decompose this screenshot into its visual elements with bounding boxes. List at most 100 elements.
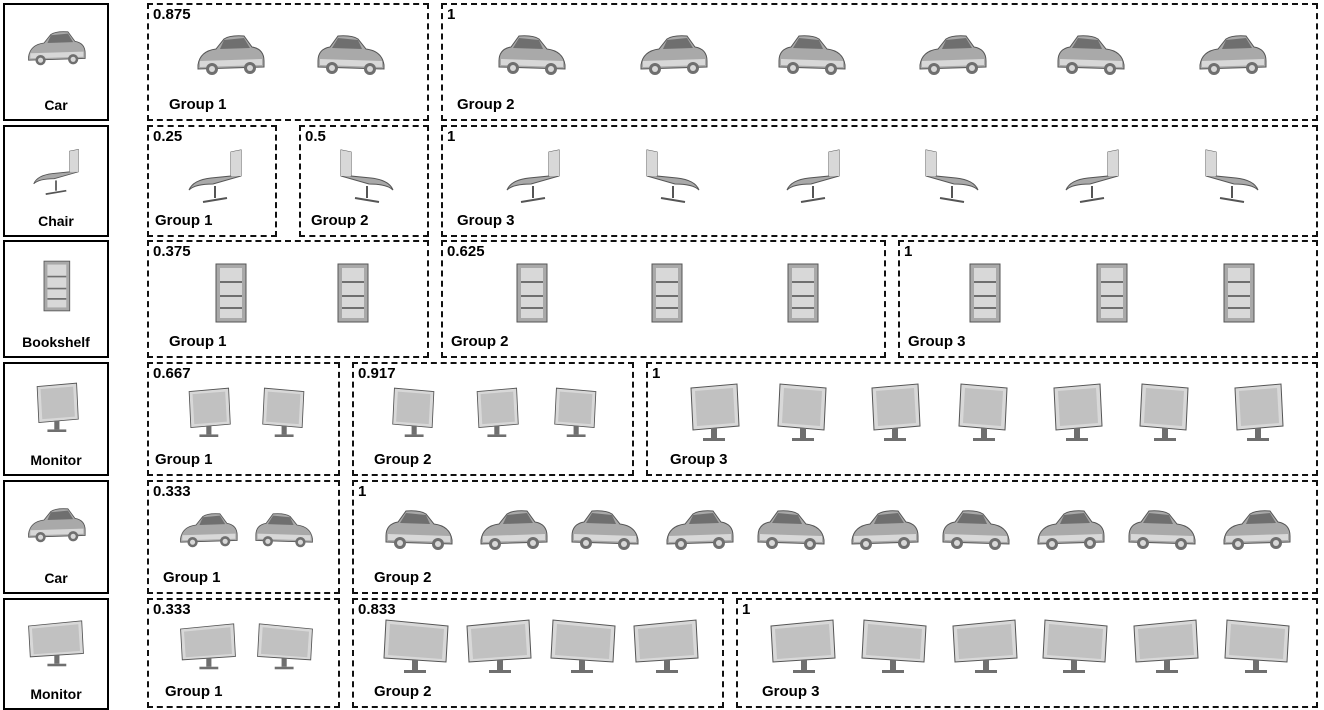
rendered-view	[854, 378, 934, 448]
rendered-view	[173, 501, 243, 561]
rendered-view	[944, 258, 1024, 328]
group-label: Group 1	[169, 96, 227, 113]
group-box: 0.917 Group 2	[352, 362, 634, 476]
rendered-view	[773, 140, 853, 210]
rendered-view	[659, 496, 739, 566]
category-box: Chair	[3, 125, 109, 237]
category-box: Car	[3, 3, 109, 121]
rendered-view	[376, 612, 456, 682]
group-box: 0.5 Group 2	[299, 125, 429, 237]
group-score: 1	[742, 601, 750, 618]
group-box: 1	[736, 598, 1318, 708]
group-label: Group 3	[908, 333, 966, 350]
rendered-view	[1052, 140, 1132, 210]
view-strip	[169, 19, 413, 93]
category-label: Monitor	[5, 686, 107, 702]
category-thumbnail	[21, 378, 91, 438]
rendered-view	[173, 617, 243, 677]
rendered-view	[1071, 258, 1151, 328]
rendered-view	[1052, 21, 1132, 91]
rendered-view	[327, 140, 407, 210]
rendered-view	[380, 383, 450, 443]
rendered-view	[633, 140, 713, 210]
group-score: 1	[447, 128, 455, 145]
group-label: Group 2	[374, 451, 432, 468]
group-box: 0.375 Group 1	[147, 240, 429, 358]
group-box: 0.833 Group 2	[352, 598, 724, 708]
rendered-view	[190, 21, 270, 91]
rendered-view	[1216, 496, 1296, 566]
view-strip	[169, 378, 324, 448]
group-box: 1	[646, 362, 1318, 476]
category-box: Monitor	[3, 598, 109, 710]
rendered-view	[673, 378, 753, 448]
group-label: Group 3	[457, 212, 515, 229]
group-score: 1	[358, 483, 366, 500]
group-label: Group 1	[165, 683, 223, 700]
view-strip	[321, 141, 413, 209]
rendered-view	[1035, 612, 1115, 682]
category-thumbnail	[21, 614, 91, 674]
category-thumbnail	[21, 19, 91, 79]
group-box: 0.333 Group 1	[147, 598, 340, 708]
rendered-view	[175, 140, 255, 210]
rendered-view	[1217, 378, 1297, 448]
category-box: Bookshelf	[3, 240, 109, 358]
group-score: 1	[447, 6, 455, 23]
category-label: Bookshelf	[5, 334, 107, 350]
rendered-view	[312, 258, 392, 328]
view-strip	[374, 614, 708, 680]
view-strip	[169, 141, 261, 209]
rendered-view	[250, 617, 320, 677]
view-strip	[169, 496, 324, 566]
rendered-view	[763, 612, 843, 682]
group-box: 0.333 Group 1	[147, 480, 340, 594]
group-box: 1	[352, 480, 1318, 594]
group-score: 1	[652, 365, 660, 382]
rendered-view	[493, 21, 573, 91]
group-label: Group 1	[155, 212, 213, 229]
group-box: 0.625 Group 2	[441, 240, 886, 358]
group-label: Group 2	[374, 569, 432, 586]
rendered-view	[937, 496, 1017, 566]
category-thumbnail	[21, 496, 91, 556]
group-box: 1 Group 3	[898, 240, 1318, 358]
group-box: 0.25 Group 1	[147, 125, 277, 237]
rendered-view	[773, 21, 853, 91]
group-label: Group 2	[457, 96, 515, 113]
category-thumbnail	[21, 141, 91, 201]
view-strip	[463, 256, 870, 330]
rendered-view	[1126, 378, 1206, 448]
rendered-view	[626, 258, 706, 328]
category-label: Car	[5, 570, 107, 586]
rendered-view	[473, 496, 553, 566]
rendered-view	[250, 383, 320, 443]
category-label: Chair	[5, 213, 107, 229]
rendered-view	[1192, 140, 1272, 210]
group-label: Group 1	[169, 333, 227, 350]
rendered-view	[566, 496, 646, 566]
group-label: Group 1	[163, 569, 221, 586]
rendered-view	[459, 612, 539, 682]
view-strip	[758, 614, 1302, 680]
category-thumbnail	[21, 256, 91, 316]
rendered-view	[461, 383, 531, 443]
group-label: Group 3	[762, 683, 820, 700]
rendered-view	[764, 378, 844, 448]
rendered-view	[1123, 496, 1203, 566]
view-strip	[374, 378, 618, 448]
rendered-view	[945, 612, 1025, 682]
group-label: Group 3	[670, 451, 728, 468]
group-box: 1	[441, 3, 1318, 121]
view-strip	[374, 496, 1302, 566]
group-box: 0.667 Group 1	[147, 362, 340, 476]
rendered-view	[491, 258, 571, 328]
rendered-view	[844, 496, 924, 566]
rendered-view	[912, 21, 992, 91]
rendered-view	[854, 612, 934, 682]
rendered-view	[633, 21, 713, 91]
rendered-view	[380, 496, 460, 566]
rendered-view	[1126, 612, 1206, 682]
view-strip	[920, 256, 1302, 330]
category-box: Car	[3, 480, 109, 594]
